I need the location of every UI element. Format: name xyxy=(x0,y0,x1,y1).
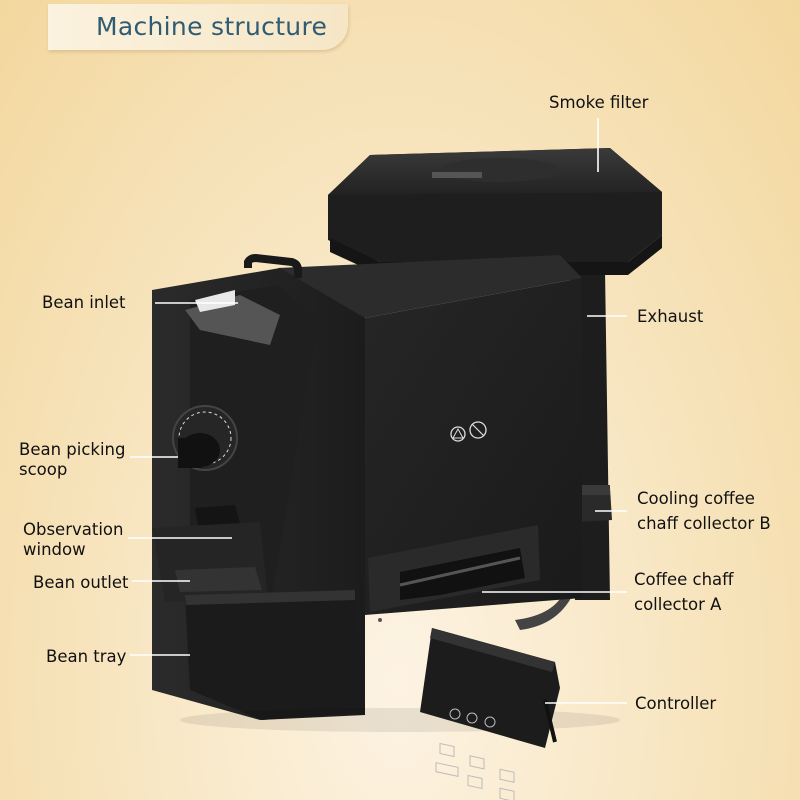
title-banner xyxy=(48,4,348,50)
label-controller: Controller xyxy=(635,694,717,713)
bean-inlet-hopper xyxy=(185,253,302,345)
label-exhaust: Exhaust xyxy=(637,307,704,326)
label-observation-line2: window xyxy=(23,540,86,559)
label-coffee-chaff-line2: collector A xyxy=(634,595,722,614)
label-bean-outlet: Bean outlet xyxy=(33,573,129,592)
label-smoke-filter: Smoke filter xyxy=(549,93,649,112)
label-observation-line1: Observation xyxy=(23,520,124,539)
leader-lines xyxy=(128,118,627,704)
label-bean-picking-line2: scoop xyxy=(19,460,68,479)
label-cooling-line1: Cooling coffee xyxy=(637,489,755,508)
bean-tray xyxy=(185,590,365,720)
label-bean-inlet: Bean inlet xyxy=(42,293,126,312)
bean-picking-scoop xyxy=(172,405,238,471)
no-touch-icon xyxy=(469,421,487,439)
warning-icon xyxy=(450,426,466,442)
coffee-chaff-collector-a xyxy=(368,525,540,612)
bean-outlet xyxy=(152,522,268,602)
label-bean-picking-line1: Bean picking xyxy=(19,440,126,459)
controller xyxy=(420,628,560,800)
page-title: Machine structure xyxy=(96,12,328,41)
label-coffee-chaff-line1: Coffee chaff xyxy=(634,570,734,589)
smoke-filter xyxy=(328,148,662,275)
label-cooling-line2: chaff collector B xyxy=(637,514,771,533)
label-bean-tray: Bean tray xyxy=(46,647,127,666)
